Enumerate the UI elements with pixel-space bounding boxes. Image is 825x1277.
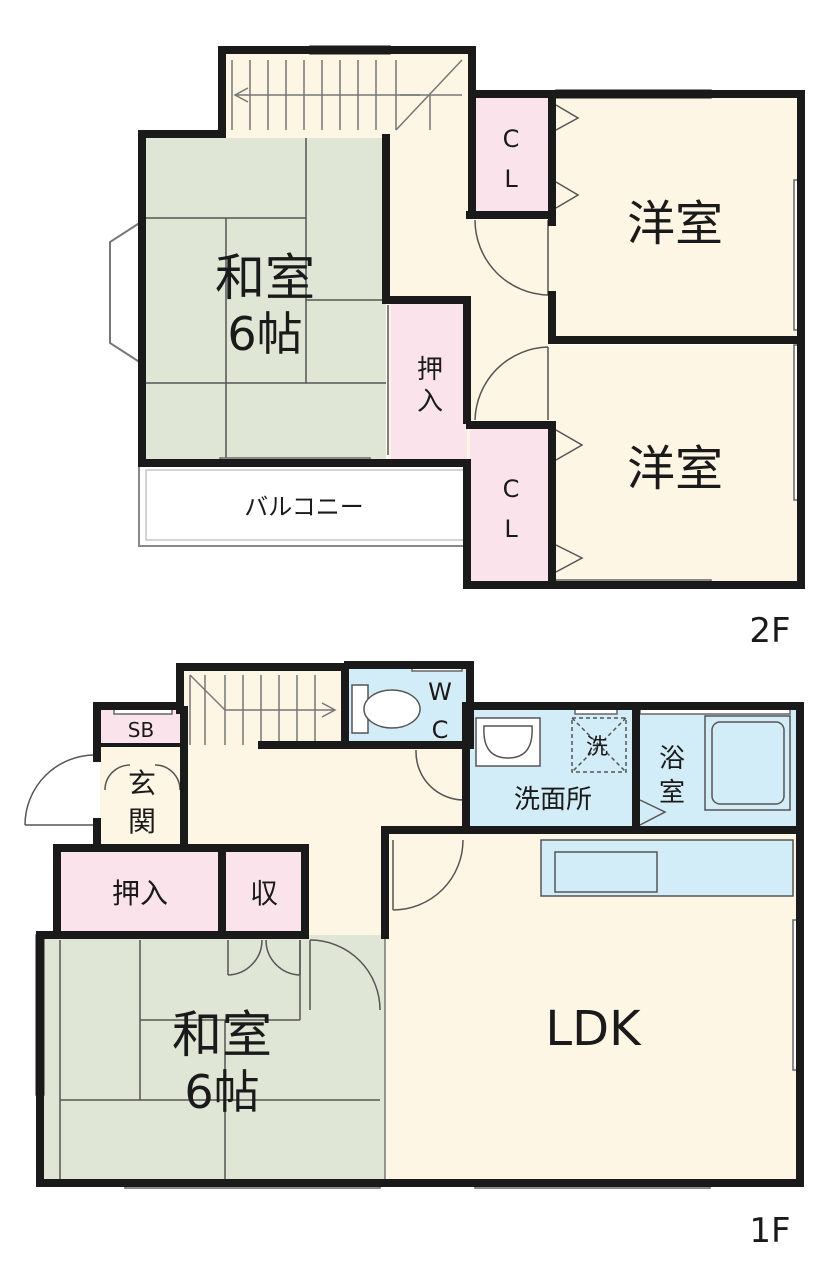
oshiire-2f-label-2: 入	[417, 387, 443, 417]
storage-1f-label: 収	[250, 877, 278, 910]
bathtub-icon	[704, 715, 791, 811]
closet-bottom-2f	[470, 425, 552, 585]
genkan	[100, 745, 184, 850]
western-room-bottom-label: 洋室	[627, 441, 723, 497]
closet-bottom-label-1: C	[503, 475, 520, 503]
oshiire-1f-label: 押入	[112, 877, 168, 910]
washroom-label: 洗面所	[514, 785, 592, 815]
bath-label-1: 浴	[659, 744, 685, 774]
genkan-label-2: 関	[128, 805, 156, 838]
stairs-2f	[231, 59, 463, 131]
washitsu-1f	[40, 935, 385, 1183]
closet-top-label-2: L	[504, 165, 518, 193]
bay-window	[109, 220, 142, 365]
shoe-box-label: SB	[128, 718, 154, 742]
oshiire-2f	[391, 300, 467, 463]
wc-label-1: W	[428, 678, 452, 706]
lower-floor: SB 玄 関 W C 洗面所 洗 浴 室 押入 収 和室 6帖 LDK 1F	[24, 661, 804, 1251]
floor-label-2f: 2F	[749, 611, 790, 651]
storage-1f	[224, 852, 306, 935]
ldk-label: LDK	[545, 1001, 642, 1057]
closet-bottom-label-2: L	[504, 515, 518, 543]
washer-label: 洗	[586, 735, 608, 760]
kitchen-sink	[554, 851, 658, 893]
shoe-box	[100, 710, 184, 747]
stair-hall-2f	[222, 50, 472, 138]
western-room-bottom	[553, 345, 798, 585]
genkan-label-1: 玄	[128, 767, 156, 800]
washbasin-icon	[475, 717, 541, 767]
washitsu-1f-size: 6帖	[184, 1065, 259, 1119]
closet-top-2f	[470, 95, 552, 215]
closet-top-label-1: C	[503, 125, 520, 153]
oshiire-2f-label-1: 押	[417, 355, 443, 385]
upper-floor: 和室 6帖 押 入 バルコニー C L C L 洋室 洋室 2F	[109, 45, 805, 651]
wc-label-2: C	[432, 716, 449, 744]
floor-label-1f: 1F	[749, 1211, 790, 1251]
stairs-1f	[189, 674, 337, 745]
bath-label-2: 室	[659, 778, 685, 808]
western-room-top-label: 洋室	[627, 196, 723, 252]
washing-machine-icon	[571, 717, 627, 773]
balcony-area	[138, 462, 468, 547]
washitsu-1f-name: 和室	[172, 1006, 272, 1064]
balcony-label: バルコニー	[244, 493, 364, 521]
washitsu-2f-size: 6帖	[227, 307, 302, 361]
western-room-top	[553, 95, 798, 340]
toilet-icon	[351, 684, 421, 734]
oshiire-1f	[60, 852, 220, 935]
washitsu-2f-name: 和室	[215, 249, 315, 307]
